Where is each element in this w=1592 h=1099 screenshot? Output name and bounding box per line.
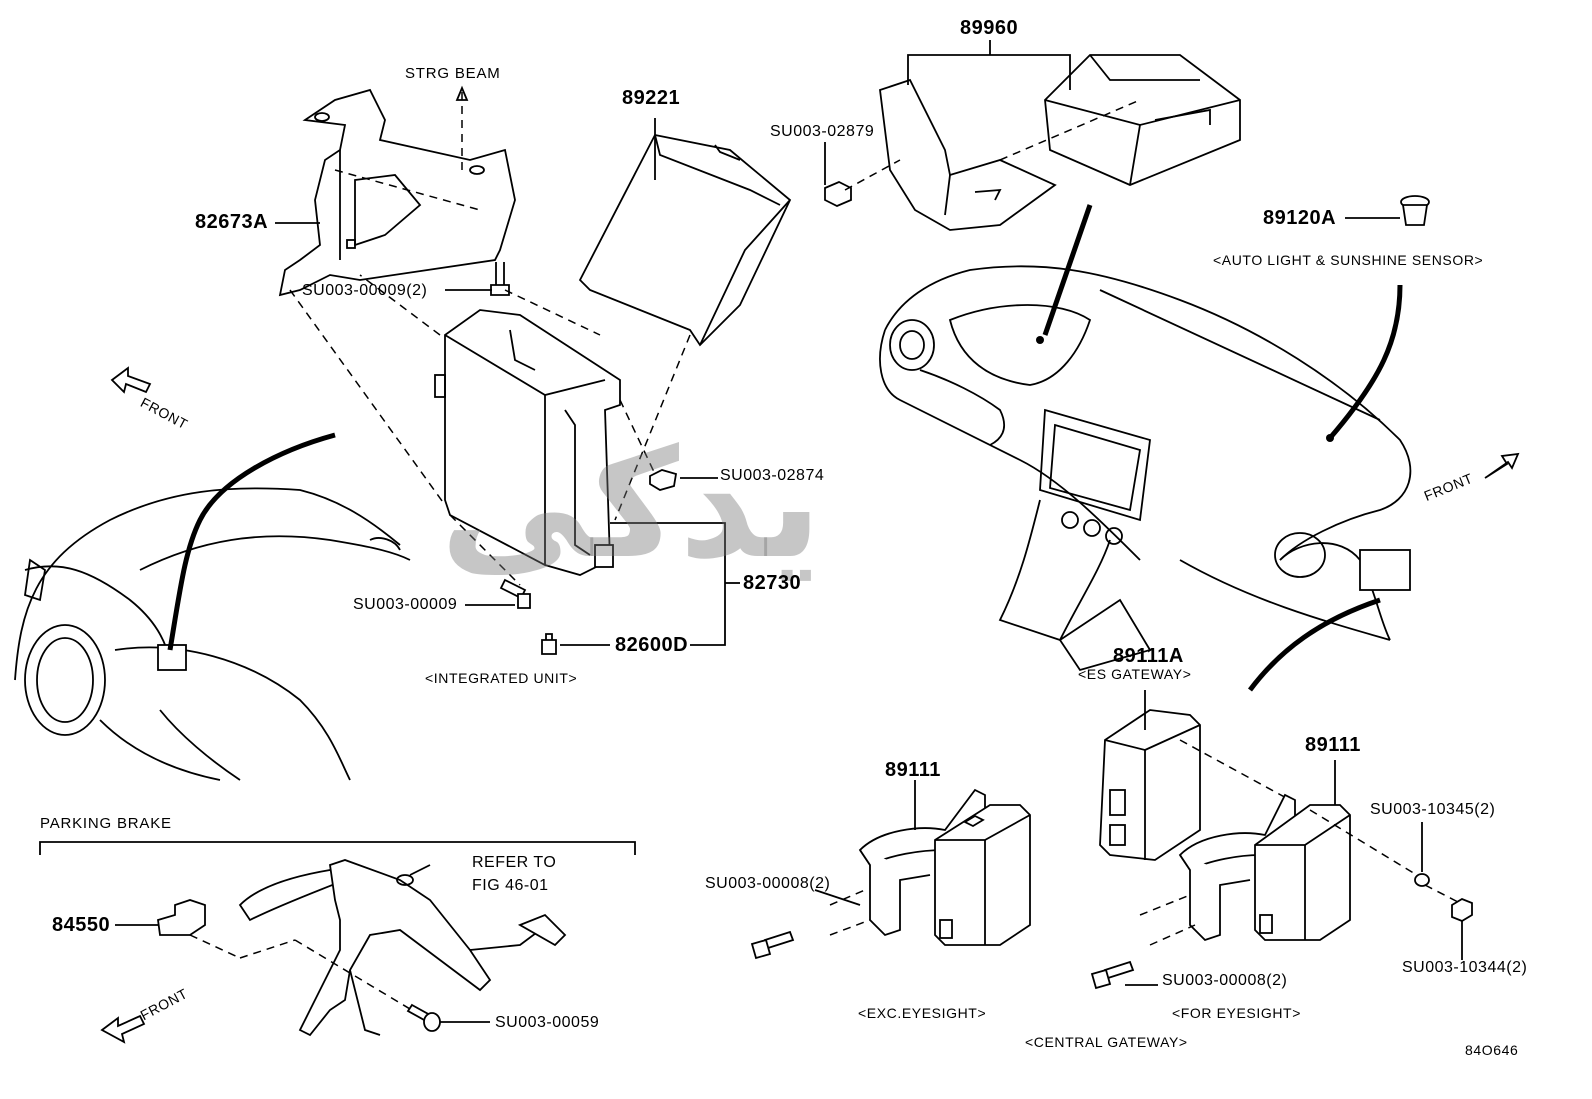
part-number-su003-10345: SU003-10345(2) [1370,801,1496,818]
strg-beam-label: STRG BEAM [405,65,501,82]
front-arrow-right-drawing [1484,452,1520,479]
part-number-82600d: 82600D [615,634,689,656]
part-number-82730: 82730 [743,572,802,594]
module-89960-drawing [879,54,1241,231]
part-number-su003-00059: SU003-00059 [495,1014,600,1031]
for-eyesight-caption: <FOR EYESIGHT> [1172,1005,1301,1021]
refer-to-label: REFER TO [472,854,557,871]
sensor-89120a-drawing [1400,195,1430,226]
auto-light-sensor-caption: <AUTO LIGHT & SUNSHINE SENSOR> [1213,252,1484,268]
screw-gateway-left-drawing [750,930,795,960]
front-arrow-left-drawing [110,366,152,394]
part-number-89111a: 89111A [1113,645,1184,667]
gateway-for-drawing [1139,793,1426,946]
part-number-su003-10344: SU003-10344(2) [1402,959,1528,976]
exc-eyesight-caption: <EXC.EYESIGHT> [858,1005,987,1021]
nut-10344-drawing [1451,897,1473,923]
central-gateway-caption: <CENTRAL GATEWAY> [1025,1034,1188,1050]
integrated-unit-caption: <INTEGRATED UNIT> [425,670,578,686]
part-number-su003-02874: SU003-02874 [720,467,825,484]
front-arrow-bottom-drawing [100,1014,146,1044]
screw-bottom-drawing [499,578,531,609]
es-gateway-caption: <ES GATEWAY> [1078,666,1192,682]
part-number-89960: 89960 [960,17,1019,39]
part-number-89111-right: 89111 [1305,734,1361,756]
part-number-89221: 89221 [622,87,681,109]
part-number-su003-00008-left: SU003-00008(2) [705,875,831,892]
washer-drawing [1414,873,1430,887]
sensor-84550-drawing [157,899,206,936]
part-number-89111-left: 89111 [885,759,941,781]
part-number-su003-00008-right: SU003-00008(2) [1162,972,1288,989]
gateway-exc-drawing [829,788,1031,946]
fig-ref-label: FIG 46-01 [472,877,549,894]
clip-02874-drawing [649,469,678,491]
part-number-su003-00009-2: SU003-00009(2) [302,282,428,299]
es-gateway-drawing [1099,709,1201,861]
nut-02879-drawing [824,181,852,207]
part-number-su003-02879: SU003-02879 [770,123,875,140]
part-number-su003-00009: SU003-00009 [353,596,458,613]
dashboard-drawing [879,265,1412,672]
parking-brake-drawing [238,859,567,1037]
part-number-84550: 84550 [52,914,111,936]
part-number-89120a: 89120A [1263,207,1337,229]
part-number-82673a: 82673A [195,211,269,233]
module-89221-drawing [578,133,792,347]
bracket-82673a-drawing [278,88,516,297]
screw-gateway-right-drawing [1090,960,1135,990]
screw-top-drawing [490,262,510,296]
integrated-unit-drawing [434,309,621,576]
figure-code: 84O646 [1465,1042,1519,1058]
clip-82600d-drawing [541,633,557,655]
parking-brake-title: PARKING BRAKE [40,815,172,832]
car-front-drawing [14,487,411,781]
watermark: یدکی [440,418,822,592]
screw-00059-drawing [406,1003,441,1032]
